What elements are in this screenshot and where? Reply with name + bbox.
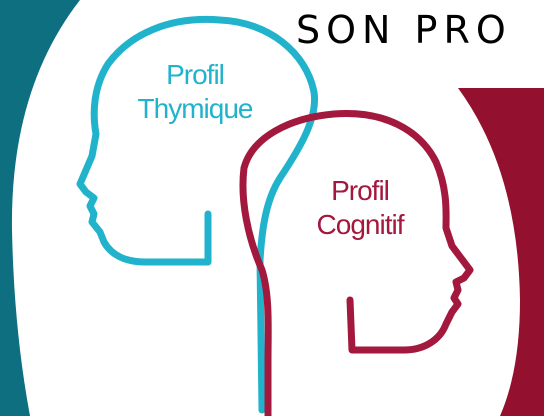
profil-cognitif-line1: Profil (331, 175, 390, 206)
thymique-head-icon (76, 15, 319, 414)
wine-corner-shape (458, 88, 544, 416)
profil-thymique-line1: Profil (166, 59, 225, 90)
page-heading: SON PRO (296, 8, 512, 52)
teal-corner-shape (0, 0, 80, 416)
cognitif-head-icon (239, 109, 474, 416)
profil-cognitif-line2: Cognitif (316, 209, 405, 240)
profil-cognitif-label: Profil Cognitif (280, 174, 440, 242)
profil-thymique-label: Profil Thymique (110, 58, 280, 126)
profil-thymique-line2: Thymique (137, 93, 254, 124)
